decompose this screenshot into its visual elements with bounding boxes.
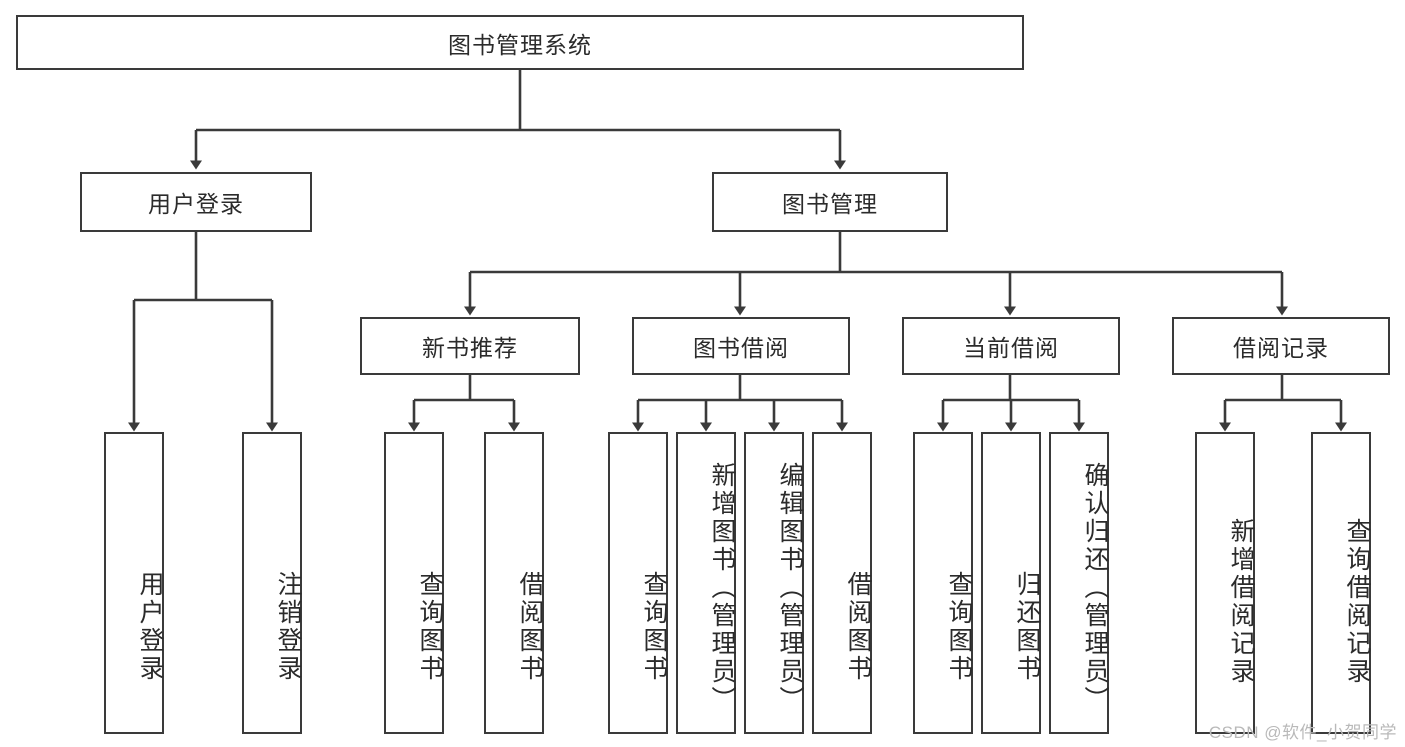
- leaf-user-login-login[interactable]: 用户登录: [104, 432, 164, 734]
- node-label: 归还图书: [1013, 571, 1041, 683]
- node-current-borrow[interactable]: 当前借阅: [902, 317, 1120, 375]
- leaf-user-login-logout[interactable]: 注销登录: [242, 432, 302, 734]
- node-label: 确认归还（管理员）: [1081, 462, 1109, 714]
- node-label: 图书管理: [782, 191, 878, 217]
- leaf-book-borrow-edit-book-admin[interactable]: 编辑图书（管理员）: [744, 432, 804, 734]
- leaf-current-borrow-return-book[interactable]: 归还图书: [981, 432, 1041, 734]
- leaf-borrow-record-add-record[interactable]: 新增借阅记录: [1195, 432, 1255, 734]
- leaf-borrow-record-query-record[interactable]: 查询借阅记录: [1311, 432, 1371, 734]
- node-label: 图书借阅: [693, 335, 789, 361]
- node-borrow-record[interactable]: 借阅记录: [1172, 317, 1390, 375]
- node-label: 借阅图书: [516, 571, 544, 683]
- node-label: 编辑图书（管理员）: [776, 462, 804, 714]
- node-label: 用户登录: [148, 191, 244, 217]
- node-label: 查询图书: [945, 571, 973, 683]
- leaf-new-book-query-book[interactable]: 查询图书: [384, 432, 444, 734]
- node-book-borrow[interactable]: 图书借阅: [632, 317, 850, 375]
- leaf-current-borrow-query-book[interactable]: 查询图书: [913, 432, 973, 734]
- node-label: 查询图书: [640, 571, 668, 683]
- leaf-new-book-borrow-book[interactable]: 借阅图书: [484, 432, 544, 734]
- csdn-watermark: CSDN @软件_小贺同学: [1208, 723, 1397, 742]
- node-label: 图书管理系统: [448, 31, 592, 58]
- node-book-management[interactable]: 图书管理: [712, 172, 948, 232]
- leaf-book-borrow-add-book-admin[interactable]: 新增图书（管理员）: [676, 432, 736, 734]
- node-label: 当前借阅: [963, 335, 1059, 361]
- node-label: 用户登录: [136, 571, 164, 683]
- node-label: 借阅图书: [844, 571, 872, 683]
- node-root-book-management-system[interactable]: 图书管理系统: [16, 15, 1024, 70]
- leaf-book-borrow-borrow-book[interactable]: 借阅图书: [812, 432, 872, 734]
- node-label: 查询图书: [416, 571, 444, 683]
- leaf-current-borrow-confirm-return-admin[interactable]: 确认归还（管理员）: [1049, 432, 1109, 734]
- node-label: 借阅记录: [1233, 335, 1329, 361]
- leaf-book-borrow-query-book[interactable]: 查询图书: [608, 432, 668, 734]
- node-user-login[interactable]: 用户登录: [80, 172, 312, 232]
- node-label: 新书推荐: [422, 335, 518, 361]
- node-label: 注销登录: [274, 571, 302, 683]
- node-label: 查询借阅记录: [1343, 518, 1371, 686]
- node-new-book-recommend[interactable]: 新书推荐: [360, 317, 580, 375]
- node-label: 新增借阅记录: [1227, 518, 1255, 686]
- node-label: 新增图书（管理员）: [708, 462, 736, 714]
